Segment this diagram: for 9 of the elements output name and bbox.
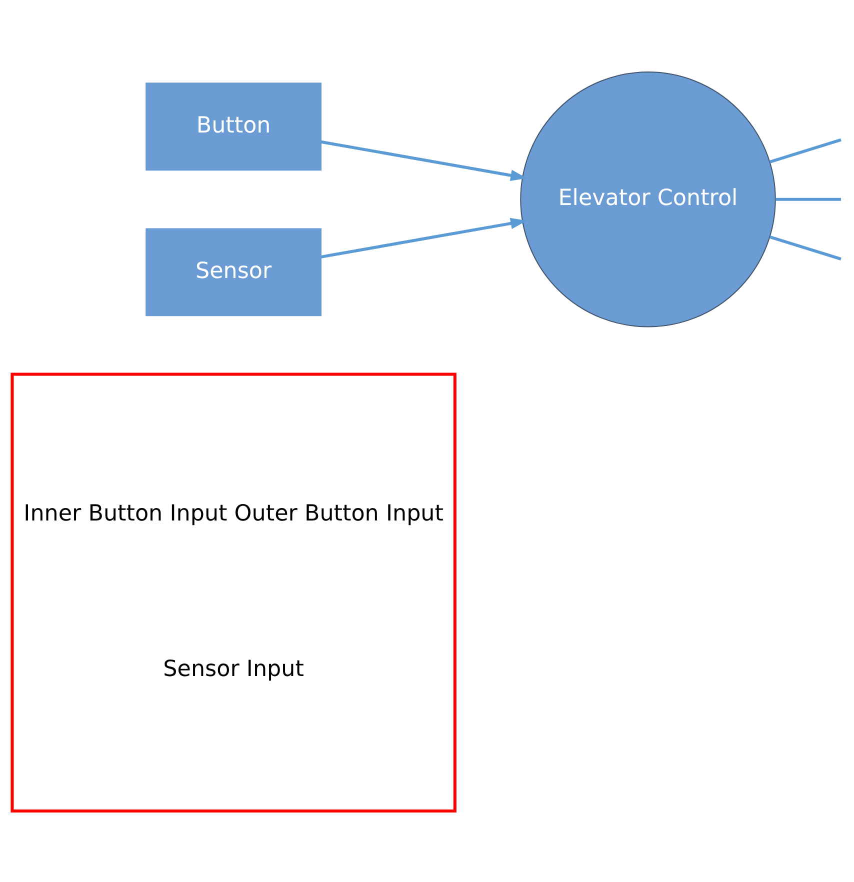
arrow: [320, 140, 527, 180]
connector: [769, 234, 842, 260]
node-circle: Elevator Control: [520, 71, 776, 327]
arrow: [320, 217, 527, 258]
connector: [776, 197, 841, 200]
connector: [769, 138, 842, 163]
node-box: Sensor: [146, 228, 322, 316]
node-box: Inner Button Input Outer Button Input Sensor Input: [10, 372, 456, 812]
node-box: Button: [146, 82, 322, 170]
